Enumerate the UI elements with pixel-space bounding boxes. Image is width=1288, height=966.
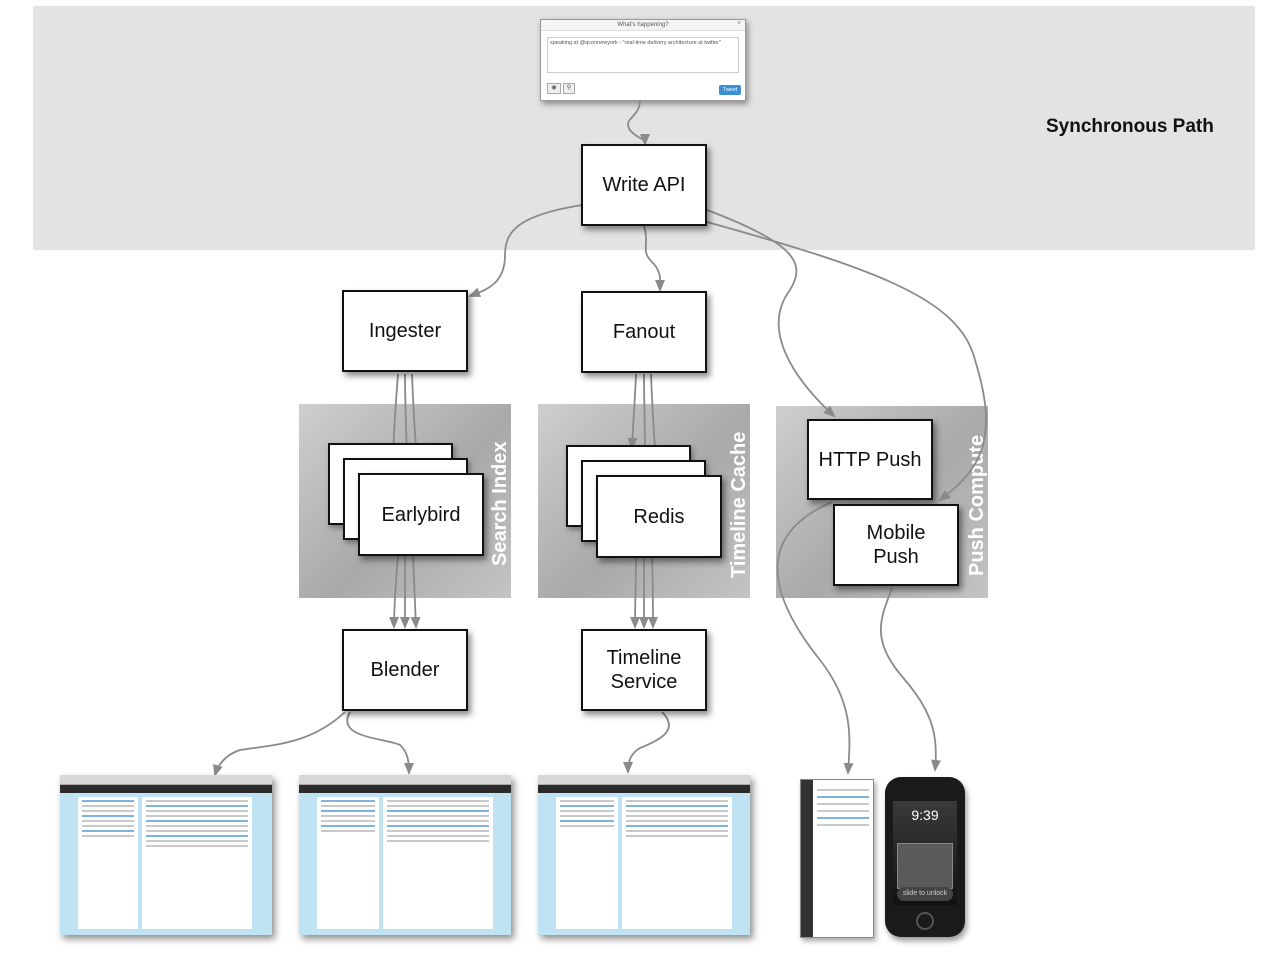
arrow-mobile-push-to-phone bbox=[880, 587, 941, 772]
compose-dialog-title: What's happening? bbox=[541, 20, 745, 31]
timeline-service-node: Timeline Service bbox=[581, 629, 707, 711]
fanout-node: Fanout bbox=[581, 291, 707, 373]
push-notification bbox=[897, 843, 953, 889]
arrow-blender-to-web-search-2 bbox=[346, 711, 414, 775]
timeline-service-line2: Service bbox=[610, 671, 678, 693]
left-column bbox=[556, 797, 618, 929]
redis-node: Redis bbox=[596, 475, 722, 558]
close-icon: × bbox=[736, 20, 741, 27]
browser-chrome bbox=[538, 775, 750, 785]
blender-node: Blender bbox=[342, 629, 468, 711]
earlybird-node: Earlybird bbox=[358, 473, 484, 556]
arrow-http-push-to-tablet bbox=[776, 501, 854, 775]
arrow-redis-to-timeline-service-3 bbox=[647, 556, 658, 629]
arrow-write-api-to-fanout bbox=[643, 225, 666, 292]
mobile-push-node: Mobile Push bbox=[833, 504, 959, 586]
left-column bbox=[78, 797, 138, 929]
arrow-redis-to-timeline-service-1 bbox=[630, 556, 641, 629]
arrow-write-api-to-http-push bbox=[706, 209, 836, 418]
mobile-push-line2: Push bbox=[873, 546, 919, 568]
lockscreen-time: 9:39 bbox=[911, 807, 939, 823]
topbar bbox=[538, 785, 750, 793]
arrow-write-api-to-ingester bbox=[468, 204, 583, 297]
arrow-earlybird-to-blender-1 bbox=[389, 554, 400, 629]
main-column bbox=[622, 797, 732, 929]
web-search-results-screenshot bbox=[60, 775, 272, 935]
arrow-earlybird-to-blender-3 bbox=[410, 554, 421, 629]
tweet-button: Tweet bbox=[719, 85, 741, 95]
arrow-fanout-to-redis-1 bbox=[627, 373, 638, 450]
write-api-node: Write API bbox=[581, 144, 707, 226]
location-pin-icon: ⚲ bbox=[563, 83, 575, 94]
web-home-timeline-screenshot bbox=[538, 775, 750, 935]
tweet-text: speaking at @qconnewyork - "real-time de… bbox=[547, 37, 739, 73]
http-push-node: HTTP Push bbox=[807, 419, 933, 500]
main-column bbox=[383, 797, 493, 929]
slide-to-unlock: slide to unlock bbox=[897, 887, 953, 901]
left-column bbox=[317, 797, 379, 929]
topbar bbox=[299, 785, 511, 793]
browser-chrome bbox=[60, 775, 272, 785]
web-search-tweets-screenshot bbox=[299, 775, 511, 935]
main-column bbox=[142, 797, 252, 929]
home-button-icon bbox=[916, 912, 934, 930]
browser-chrome bbox=[299, 775, 511, 785]
arrow-blender-to-web-search-1 bbox=[213, 711, 346, 777]
arrow-timeline-service-to-web bbox=[623, 711, 670, 774]
iphone-lockscreen: 9:39 slide to unlock bbox=[885, 777, 965, 937]
mobile-push-line1: Mobile bbox=[866, 522, 926, 544]
ingester-node: Ingester bbox=[342, 290, 468, 372]
tablet-app-screenshot bbox=[800, 779, 874, 938]
tablet-sidebar bbox=[801, 780, 813, 937]
topbar bbox=[60, 785, 272, 793]
arrow-write-api-to-mobile-push bbox=[706, 221, 987, 502]
synchronous-path-label: Synchronous Path bbox=[1046, 116, 1214, 137]
tweet-compose-dialog: What's happening? × speaking at @qconnew… bbox=[540, 19, 746, 101]
arrow-dialog-to-write-api bbox=[627, 99, 650, 146]
camera-icon: ◉ bbox=[547, 83, 561, 94]
timeline-service-line1: Timeline bbox=[606, 647, 682, 669]
